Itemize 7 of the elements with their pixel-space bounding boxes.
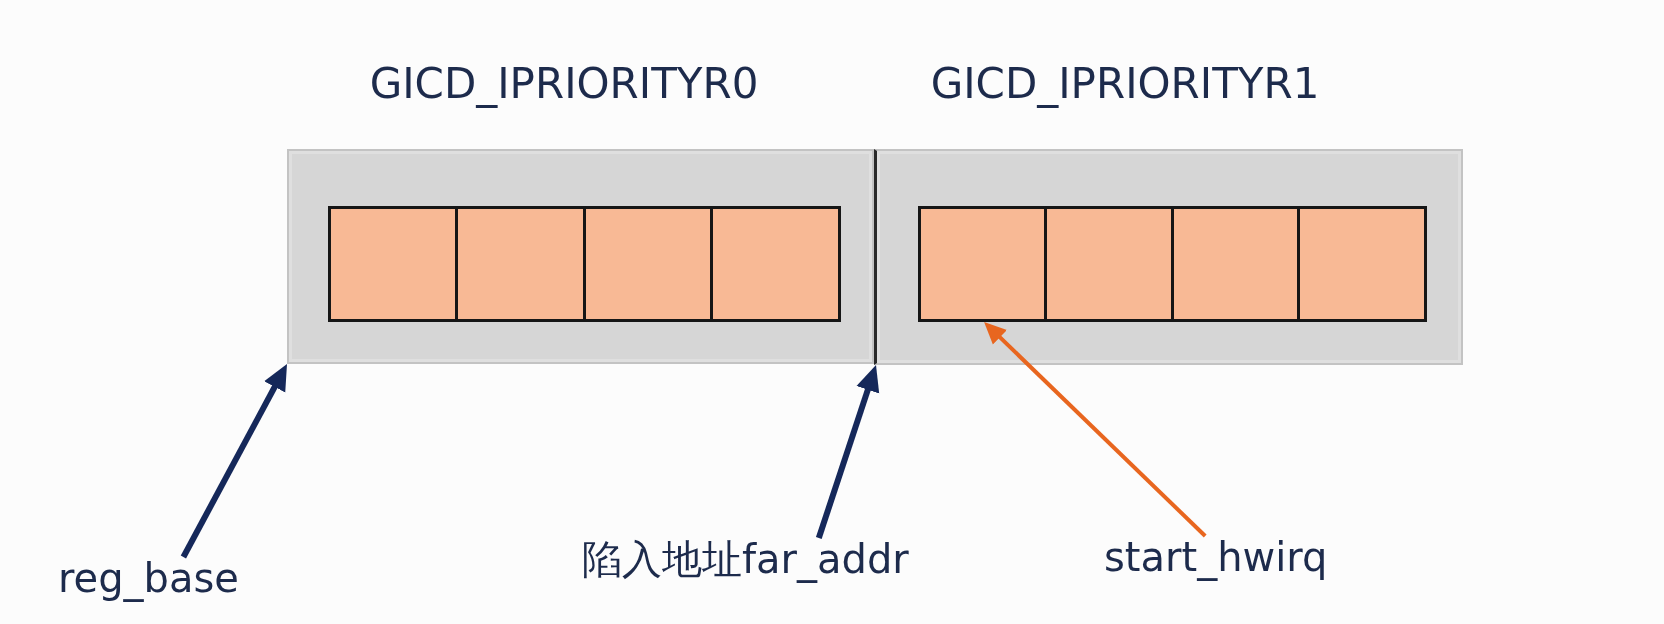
byte-cell [455, 206, 586, 322]
byte-cell [710, 206, 841, 322]
arrow [180, 362, 290, 559]
byte-cell [1044, 206, 1174, 322]
arrow [982, 320, 1207, 538]
arrow [815, 364, 880, 539]
byte-cell [1297, 206, 1427, 322]
